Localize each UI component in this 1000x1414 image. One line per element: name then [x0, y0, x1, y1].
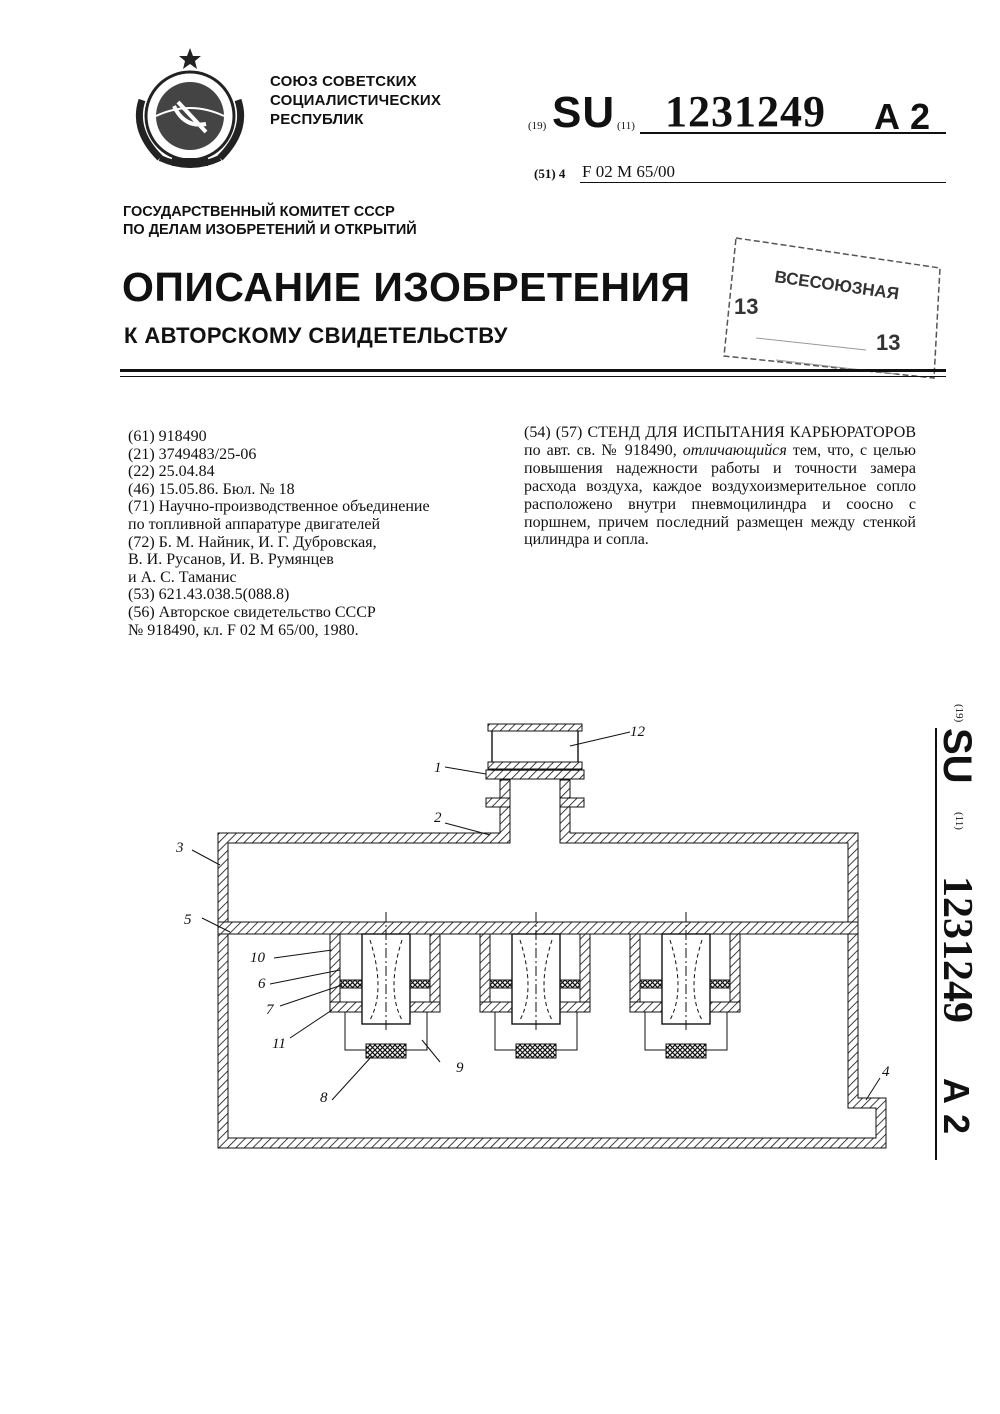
document-title: ОПИСАНИЕ ИЗОБРЕТЕНИЯ [122, 264, 690, 311]
bibliographic-data: (61) 918490 (21) 3749483/25-06 (22) 25.0… [128, 428, 508, 639]
label-1: 1 [434, 760, 442, 776]
country-code: SU [552, 88, 615, 138]
upper-chamber-wall [218, 780, 510, 922]
upper-chamber-wall-right [560, 780, 858, 922]
biblio-line: и А. С. Таманис [128, 569, 508, 587]
stamp-number-right: 13 [876, 330, 900, 355]
side-code-19: (19) [953, 704, 965, 723]
partition-5 [218, 922, 858, 934]
biblio-line: (22) 25.04.84 [128, 463, 508, 481]
union-line: СОЦИАЛИСТИЧЕСКИХ [270, 91, 441, 110]
stamp-text: ВСЕСОЮЗНАЯ [773, 267, 900, 303]
flange-2 [486, 798, 510, 807]
side-kind: А 2 [936, 1078, 977, 1134]
stamp-number-left: 13 [734, 294, 758, 319]
library-stamp: ВСЕСОЮЗНАЯ 13 13 [716, 228, 950, 388]
side-publication-number: (19) SU (11) 1231249 А 2 [918, 700, 978, 1160]
flange-2-right [560, 798, 584, 807]
technical-drawing: 1 2 3 4 5 6 7 8 9 10 11 12 [140, 700, 920, 1170]
side-country: SU [935, 728, 978, 784]
biblio-line: № 918490, кл. F 02 M 65/00, 1980. [128, 622, 508, 640]
biblio-line: (61) 918490 [128, 428, 508, 446]
biblio-line: (53) 621.43.038.5(088.8) [128, 586, 508, 604]
ipc-underline [580, 182, 946, 183]
biblio-line: В. И. Русанов, И. В. Румянцев [128, 551, 508, 569]
label-10: 10 [250, 950, 266, 966]
ipc-label: (51) 4 [534, 166, 565, 182]
label-5: 5 [184, 912, 192, 928]
side-number: 1231249 [934, 876, 978, 1023]
label-3: 3 [175, 840, 184, 856]
label-6: 6 [258, 976, 266, 992]
committee-name: ГОСУДАРСТВЕННЫЙ КОМИТЕТ СССР ПО ДЕЛАМ ИЗ… [123, 203, 417, 239]
label-11: 11 [272, 1036, 286, 1052]
label-12: 12 [630, 724, 646, 740]
label-7: 7 [266, 1002, 275, 1018]
flange-1 [486, 770, 584, 779]
biblio-line: по топливной аппаратуре двигателей [128, 516, 508, 534]
header-rule-thin [120, 376, 946, 377]
label-2: 2 [434, 810, 442, 826]
ussr-emblem-icon [120, 40, 260, 180]
ipc-value: F 02 M 65/00 [582, 162, 675, 182]
header-rule [120, 369, 946, 372]
code-19-label: (19) [528, 120, 546, 132]
committee-line: ПО ДЕЛАМ ИЗОБРЕТЕНИЙ И ОТКРЫТИЙ [123, 221, 417, 239]
label-9: 9 [456, 1060, 464, 1076]
biblio-line: (56) Авторское свидетельство СССР [128, 604, 508, 622]
biblio-line: (72) Б. М. Найник, И. Г. Дубровская, [128, 534, 508, 552]
code-11-label: (11) [617, 120, 635, 132]
abstract-text-italic: отличающийся [683, 442, 787, 459]
biblio-line: (46) 15.05.86. Бюл. № 18 [128, 481, 508, 499]
abstract-claim: (54) (57) СТЕНД ДЛЯ ИСПЫТАНИЯ КАРБЮРАТОР… [524, 424, 916, 549]
union-name: СОЮЗ СОВЕТСКИХ СОЦИАЛИСТИЧЕСКИХ РЕСПУБЛИ… [270, 72, 441, 129]
committee-line: ГОСУДАРСТВЕННЫЙ КОМИТЕТ СССР [123, 203, 417, 221]
label-4: 4 [882, 1064, 890, 1080]
publication-underline [640, 132, 946, 134]
patent-number: 1231249 [665, 86, 826, 137]
side-code-11: (11) [953, 812, 965, 830]
label-8: 8 [320, 1090, 328, 1106]
biblio-line: (21) 3749483/25-06 [128, 446, 508, 464]
union-line: СОЮЗ СОВЕТСКИХ [270, 72, 441, 91]
document-subtitle: К АВТОРСКОМУ СВИДЕТЕЛЬСТВУ [124, 323, 508, 349]
union-line: РЕСПУБЛИК [270, 110, 441, 129]
biblio-line: (71) Научно-производственное объединение [128, 498, 508, 516]
